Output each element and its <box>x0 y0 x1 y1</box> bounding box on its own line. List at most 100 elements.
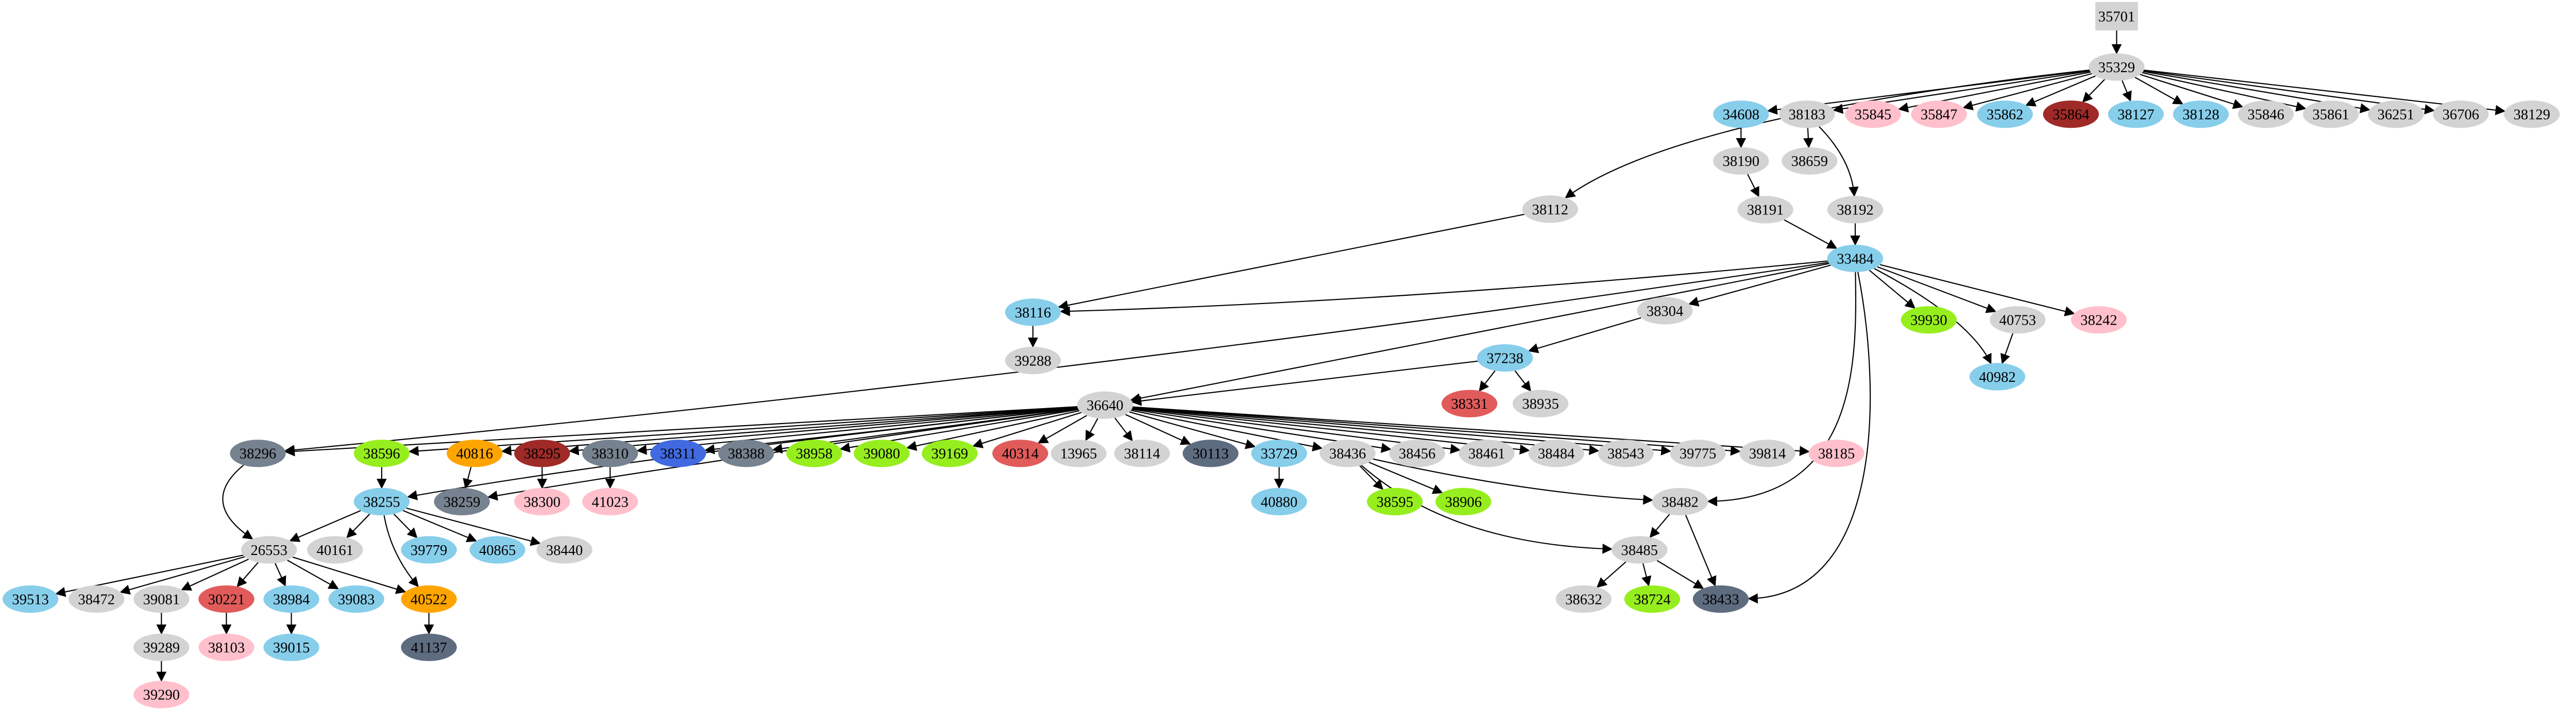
graph-node-38659[interactable]: 38659 <box>1782 147 1838 175</box>
graph-node-41137[interactable]: 41137 <box>401 633 457 661</box>
graph-node-38461[interactable]: 38461 <box>1459 440 1515 467</box>
graph-node-38456[interactable]: 38456 <box>1389 440 1445 467</box>
graph-node-30113[interactable]: 30113 <box>1182 440 1239 467</box>
graph-node-40865[interactable]: 40865 <box>469 536 526 564</box>
graph-node-39083[interactable]: 39083 <box>328 585 384 613</box>
graph-node-38906[interactable]: 38906 <box>1435 487 1492 515</box>
graph-node-40880[interactable]: 40880 <box>1251 487 1307 515</box>
graph-node-38255[interactable]: 38255 <box>353 487 410 515</box>
graph-node-26553[interactable]: 26553 <box>241 536 297 564</box>
graph-node-38485[interactable]: 38485 <box>1612 536 1668 564</box>
graph-node-35864[interactable]: 35864 <box>2043 100 2099 128</box>
graph-node-34608[interactable]: 34608 <box>1713 100 1769 128</box>
graph-node-40161[interactable]: 40161 <box>307 536 363 564</box>
graph-node-38596[interactable]: 38596 <box>353 440 410 467</box>
graph-node-38114[interactable]: 38114 <box>1114 440 1170 467</box>
graph-node-35846[interactable]: 35846 <box>2238 100 2294 128</box>
node-label: 38440 <box>546 543 583 559</box>
node-ellipse-shape <box>1713 100 1769 128</box>
graph-node-38388[interactable]: 38388 <box>718 440 774 467</box>
graph-node-39513[interactable]: 39513 <box>2 585 59 613</box>
edge-35329-35847 <box>1962 73 2092 110</box>
graph-node-30221[interactable]: 30221 <box>198 585 255 613</box>
edge-38436-38595 <box>1359 465 1384 490</box>
graph-node-38543[interactable]: 38543 <box>1598 440 1654 467</box>
graph-node-41023[interactable]: 41023 <box>582 487 638 515</box>
graph-node-38595[interactable]: 38595 <box>1367 487 1423 515</box>
graph-node-39081[interactable]: 39081 <box>133 585 190 613</box>
graph-node-38192[interactable]: 38192 <box>1827 196 1884 224</box>
graph-node-38127[interactable]: 38127 <box>2108 100 2164 128</box>
graph-node-36706[interactable]: 36706 <box>2433 100 2489 128</box>
graph-node-38128[interactable]: 38128 <box>2173 100 2229 128</box>
node-label: 26553 <box>250 543 287 559</box>
graph-node-38300[interactable]: 38300 <box>514 487 570 515</box>
graph-node-38185[interactable]: 38185 <box>1808 440 1865 467</box>
edge-38296-26553 <box>222 464 253 540</box>
graph-node-40522[interactable]: 40522 <box>401 585 457 613</box>
graph-node-38935[interactable]: 38935 <box>1512 390 1569 417</box>
graph-node-40816[interactable]: 40816 <box>446 440 503 467</box>
graph-node-39289[interactable]: 39289 <box>133 633 190 661</box>
graph-node-36251[interactable]: 36251 <box>2368 100 2424 128</box>
graph-node-38310[interactable]: 38310 <box>582 440 638 467</box>
graph-node-40314[interactable]: 40314 <box>992 440 1048 467</box>
graph-node-39169[interactable]: 39169 <box>922 440 978 467</box>
graph-node-38482[interactable]: 38482 <box>1652 487 1708 515</box>
graph-node-39930[interactable]: 39930 <box>1901 306 1957 334</box>
graph-node-38129[interactable]: 38129 <box>2504 100 2560 128</box>
graph-node-38440[interactable]: 38440 <box>536 536 592 564</box>
node-ellipse-shape <box>1779 100 1835 128</box>
graph-node-38436[interactable]: 38436 <box>1319 440 1376 467</box>
graph-node-38632[interactable]: 38632 <box>1555 585 1612 613</box>
graph-node-39015[interactable]: 39015 <box>263 633 319 661</box>
graph-node-38259[interactable]: 38259 <box>434 487 490 515</box>
graph-node-38311[interactable]: 38311 <box>650 440 706 467</box>
node-label: 38310 <box>592 446 629 462</box>
graph-node-38112[interactable]: 38112 <box>1522 195 1579 223</box>
graph-node-39288[interactable]: 39288 <box>1005 346 1061 375</box>
node-ellipse-shape <box>854 440 910 467</box>
node-label: 41023 <box>592 494 629 510</box>
graph-node-35847[interactable]: 35847 <box>1911 100 1967 128</box>
node-label: 35845 <box>1855 107 1891 123</box>
edge-38482-38485 <box>1649 514 1670 538</box>
graph-node-35861[interactable]: 35861 <box>2302 100 2359 128</box>
graph-node-40753[interactable]: 40753 <box>1990 306 2046 334</box>
graph-node-38296[interactable]: 38296 <box>230 440 286 467</box>
graph-node-38191[interactable]: 38191 <box>1737 196 1793 224</box>
graph-node-38242[interactable]: 38242 <box>2071 306 2127 334</box>
graph-node-38183[interactable]: 38183 <box>1779 100 1835 128</box>
graph-node-39779[interactable]: 39779 <box>401 536 457 564</box>
graph-node-38116[interactable]: 38116 <box>1005 298 1061 326</box>
graph-node-13965[interactable]: 13965 <box>1050 440 1107 467</box>
graph-node-38958[interactable]: 38958 <box>786 440 842 467</box>
graph-node-38484[interactable]: 38484 <box>1528 440 1584 467</box>
graph-node-38984[interactable]: 38984 <box>263 585 319 613</box>
graph-node-38304[interactable]: 38304 <box>1637 297 1693 325</box>
graph-node-38433[interactable]: 38433 <box>1692 585 1749 613</box>
graph-node-35845[interactable]: 35845 <box>1845 100 1901 128</box>
node-label: 33729 <box>1261 446 1297 462</box>
graph-node-39775[interactable]: 39775 <box>1670 440 1726 467</box>
graph-node-38103[interactable]: 38103 <box>198 633 255 661</box>
graph-node-38190[interactable]: 38190 <box>1713 147 1769 175</box>
graph-node-35862[interactable]: 35862 <box>1977 100 2033 128</box>
graph-node-35329[interactable]: 35329 <box>2089 53 2145 81</box>
edge-36640-40314 <box>1037 415 1087 444</box>
graph-node-39080[interactable]: 39080 <box>854 440 910 467</box>
graph-node-38295[interactable]: 38295 <box>514 440 570 467</box>
graph-node-35701[interactable]: 35701 <box>2095 2 2138 31</box>
node-label: 39288 <box>1014 353 1051 369</box>
graph-node-36640[interactable]: 36640 <box>1077 391 1133 419</box>
graph-node-33729[interactable]: 33729 <box>1251 440 1307 467</box>
graph-node-33484[interactable]: 33484 <box>1827 244 1884 273</box>
graph-node-37238[interactable]: 37238 <box>1477 344 1533 372</box>
graph-node-39814[interactable]: 39814 <box>1739 440 1795 467</box>
graph-node-38724[interactable]: 38724 <box>1624 585 1681 613</box>
graph-node-38472[interactable]: 38472 <box>69 585 125 613</box>
node-ellipse-shape <box>1739 440 1795 467</box>
graph-node-40982[interactable]: 40982 <box>1969 363 2026 391</box>
graph-node-39290[interactable]: 39290 <box>133 681 190 709</box>
graph-node-38331[interactable]: 38331 <box>1442 390 1498 417</box>
